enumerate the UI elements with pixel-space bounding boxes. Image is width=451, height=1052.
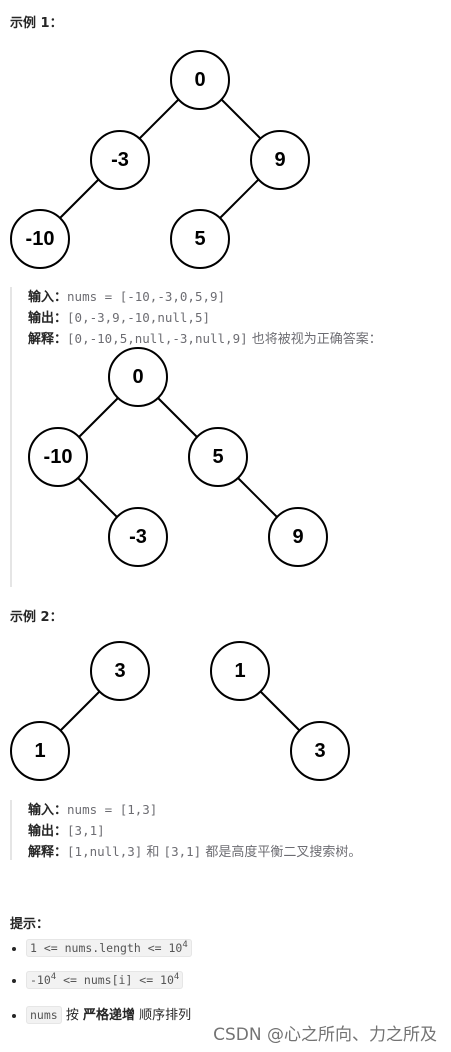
hint-code: 1 <= nums.length <= 104 — [26, 938, 192, 957]
hint-exponent: 4 — [173, 971, 180, 982]
tree-edge — [77, 397, 119, 439]
tree-node — [250, 130, 310, 190]
tree-node-label: 1 — [234, 660, 245, 682]
explanation-label: 解释： — [28, 332, 68, 347]
tree-node-label: -3 — [111, 149, 129, 171]
input-label: 输入： — [28, 290, 68, 305]
tree-node-label: 3 — [114, 660, 125, 682]
hints-heading: 提示： — [10, 917, 50, 932]
explanation-label: 解释： — [28, 845, 68, 860]
hint-bold-text: 严格递增 — [82, 1007, 135, 1023]
tree-node-label: 5 — [212, 446, 223, 468]
tree-edge — [237, 477, 279, 519]
tree-node-label: 9 — [292, 526, 303, 548]
example-2-io-block: 输入：nums = [1,3] 输出：[3,1] 解释：[1,null,3] 和… — [10, 800, 361, 860]
hint-item: 1 <= nums.length <= 104 — [26, 938, 446, 957]
example-1-io-block: 输入：nums = [-10,-3,0,5,9] 输出：[0,-3,9,-10,… — [10, 287, 382, 587]
output-value: [3,1] — [67, 823, 105, 838]
explanation-line: 解释：[0,-10,5,null,-3,null,9] 也将被视为正确答案： — [28, 329, 382, 350]
hint-code-text: <= nums[i] <= 10 — [56, 972, 174, 987]
explanation-and: 和 — [142, 845, 164, 860]
tree-node-label: 3 — [314, 740, 325, 762]
tree-edge — [139, 97, 181, 139]
tree-edge — [59, 690, 101, 732]
tree-edge — [219, 97, 261, 139]
tree-node — [10, 209, 70, 269]
tree-node — [170, 50, 230, 110]
output-label: 输出： — [28, 824, 68, 839]
tree-node-label: 5 — [194, 228, 205, 250]
hint-code: nums — [26, 1005, 62, 1024]
explanation-text: 都是高度平衡二叉搜索树。 — [201, 845, 362, 860]
tree-node-label: 1 — [34, 740, 45, 762]
hint-code: -104 <= nums[i] <= 104 — [26, 970, 184, 989]
tree-node-label: 9 — [274, 149, 285, 171]
tree-edge — [77, 477, 119, 519]
hint-exponent: 4 — [182, 940, 188, 950]
example-2-heading: 示例 2： — [10, 610, 63, 625]
tree-node — [28, 427, 88, 487]
output-value: [0,-3,9,-10,null,5] — [67, 310, 211, 325]
input-line: 输入：nums = [-10,-3,0,5,9] — [28, 287, 382, 308]
input-value: nums = [-10,-3,0,5,9] — [67, 289, 226, 304]
hint-item: nums 按 严格递增 顺序排列 — [26, 1004, 446, 1024]
tree-node — [210, 641, 270, 701]
hint-exponent: 4 — [50, 971, 57, 982]
tree-edge — [157, 397, 199, 439]
hints-list: 1 <= nums.length <= 104 -104 <= nums[i] … — [0, 938, 446, 1039]
tree-node — [108, 507, 168, 567]
output-line: 输出：[3,1] — [28, 821, 361, 842]
example-2-trees: 3 1 1 3 — [10, 641, 350, 781]
tree-node — [290, 721, 350, 781]
hint-text: 按 — [61, 1007, 83, 1023]
hint-code-text: -10 — [30, 972, 51, 987]
tree-node — [90, 641, 150, 701]
tree-node — [90, 130, 150, 190]
explanation-value-1: [1,null,3] — [67, 844, 143, 859]
tree-edge — [259, 690, 301, 732]
tree-node — [268, 507, 328, 567]
tree-node-label: -3 — [129, 526, 147, 548]
tree-node — [108, 347, 168, 407]
tree-node — [188, 427, 248, 487]
csdn-watermark: CSDN @心之所向、力之所及 — [213, 1025, 437, 1045]
hint-text: 顺序排列 — [134, 1007, 192, 1023]
tree-node — [170, 209, 230, 269]
explanation-value-2: [3,1] — [163, 844, 202, 859]
explanation-value: [0,-10,5,null,-3,null,9] — [67, 331, 248, 346]
explanation-text: 也将被视为正确答案： — [247, 332, 382, 347]
tree-node-label: -10 — [44, 446, 73, 468]
explanation-line: 解释：[1,null,3] 和 [3,1] 都是高度平衡二叉搜索树。 — [28, 842, 361, 863]
tree-edge — [59, 177, 101, 219]
example-1-tree: 0 -3 9 -10 5 — [10, 50, 310, 269]
example-1-alt-tree: 0 -10 5 -3 9 — [28, 347, 328, 567]
input-label: 输入： — [28, 803, 68, 818]
output-label: 输出： — [28, 311, 68, 326]
tree-node-label: 0 — [132, 366, 143, 388]
hint-item: -104 <= nums[i] <= 104 — [26, 970, 446, 989]
example-1-heading: 示例 1： — [10, 16, 63, 31]
input-value: nums = [1,3] — [67, 802, 158, 817]
tree-node-label: -10 — [26, 228, 55, 250]
tree-edge — [219, 177, 261, 219]
output-line: 输出：[0,-3,9,-10,null,5] — [28, 308, 382, 329]
tree-node-label: 0 — [194, 69, 205, 91]
hint-code-text: 1 <= nums.length <= 10 — [30, 940, 183, 955]
tree-node — [10, 721, 70, 781]
input-line: 输入：nums = [1,3] — [28, 800, 361, 821]
